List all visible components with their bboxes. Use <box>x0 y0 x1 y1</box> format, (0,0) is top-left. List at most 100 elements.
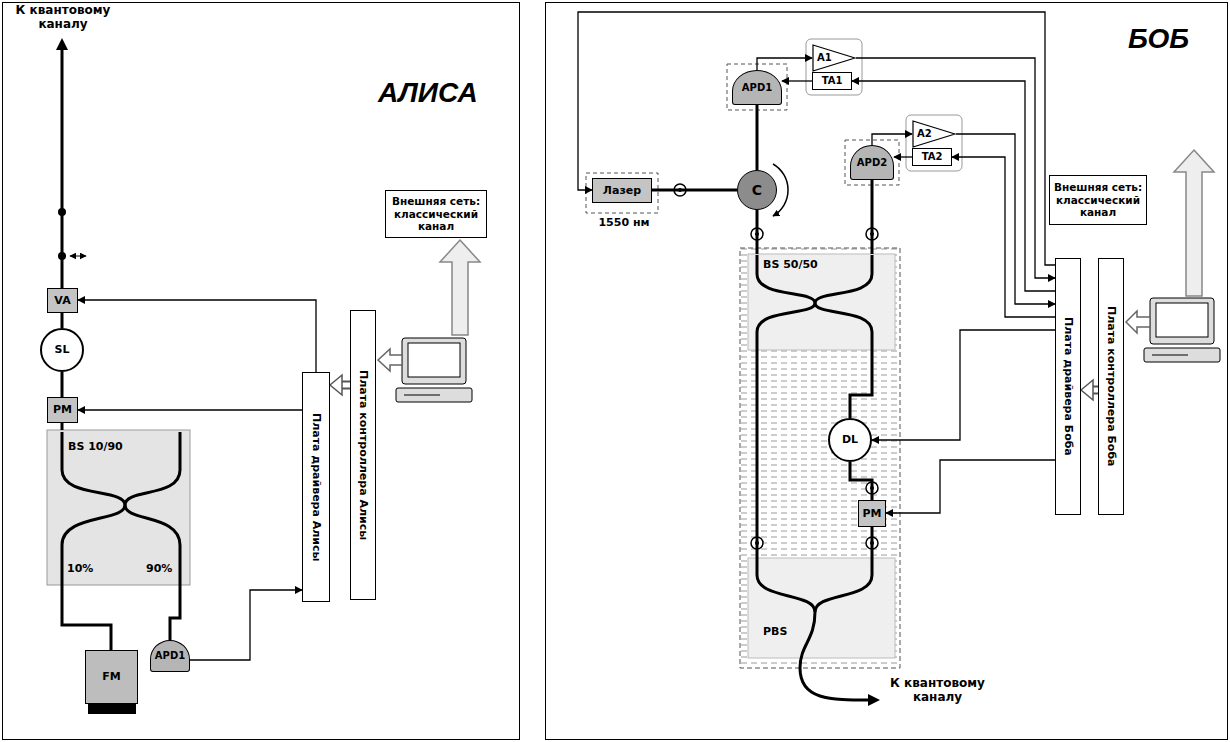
signal-wire <box>872 330 1055 440</box>
signal-wire <box>852 81 1055 291</box>
node-label: Плата контроллера Алисы <box>356 370 369 540</box>
node-label: VA <box>54 294 70 307</box>
node-label: BS 10/90 <box>68 440 123 453</box>
signal-wire <box>872 134 912 145</box>
mirror-base <box>88 704 136 714</box>
photodetector: APD1 <box>732 70 782 105</box>
circulator: C <box>737 170 777 210</box>
node-label: Внешняя сеть: классический канал <box>386 195 486 233</box>
fiber-line <box>61 372 64 397</box>
computer-icon <box>396 338 472 402</box>
fiber-line <box>62 372 63 397</box>
fiber-line <box>757 105 758 170</box>
fiber-line <box>872 527 873 558</box>
fiber-line <box>757 350 758 558</box>
fiber-line <box>652 189 737 192</box>
amplifier-symbol: A2 <box>912 120 956 148</box>
photodetector: APD1 <box>150 640 190 672</box>
amplifier-group <box>806 39 862 95</box>
fiber-line <box>170 585 180 640</box>
signal-wire <box>886 460 1055 513</box>
fiber-line <box>62 313 63 328</box>
node-label: Внешняя сеть: классический канал <box>1050 181 1146 219</box>
node-label: Плата драйвера Алисы <box>309 413 322 562</box>
port-label: К квантовому каналу <box>880 676 995 705</box>
signal-wire <box>852 81 1055 291</box>
panel-title: БОБ <box>1128 22 1189 56</box>
beam-splitter: BS 50/50 <box>748 254 895 350</box>
fiber-line <box>872 180 873 254</box>
node-label: DL <box>842 433 858 446</box>
node-label: 10% <box>67 562 93 575</box>
port-label: К квантовому каналу <box>8 3 118 32</box>
signal-wire <box>190 590 302 660</box>
wavelength-label: 1550 нм <box>588 216 660 229</box>
laser-housing <box>586 173 658 213</box>
signal-wire <box>78 300 316 372</box>
node-label: FM <box>102 670 120 683</box>
network-arrow <box>440 240 480 335</box>
panel-title: АЛИСА <box>378 76 478 110</box>
bob-panel: БОБЛазерCAPD1A1TA1APD2A2TA2BS 50/50DLPMP… <box>546 3 1227 739</box>
phase-modulator-box: PM <box>858 500 886 527</box>
faraday-mirror: FM <box>85 650 138 704</box>
signal-wire <box>894 157 912 158</box>
node-label: C <box>752 182 762 199</box>
node-label: TA2 <box>922 151 943 163</box>
fiber-line <box>871 180 874 254</box>
detector-housing <box>845 140 899 185</box>
signal-wire <box>578 12 1055 265</box>
fiber-line <box>170 585 180 640</box>
signal-wire <box>78 300 316 372</box>
fiber-line <box>756 350 759 558</box>
bus-arrowhead <box>1081 380 1093 400</box>
signal-wire <box>782 80 812 81</box>
fiber-line <box>850 350 872 418</box>
signal-wire <box>78 410 302 411</box>
node-label: PBS <box>763 625 787 638</box>
signal-wire <box>886 460 1055 513</box>
node-label: Плата драйвера Боба <box>1061 317 1074 456</box>
bus-arrow <box>342 383 350 388</box>
network-arrow <box>1174 150 1214 296</box>
node-label: PM <box>53 403 72 416</box>
attenuator-box: VA <box>47 288 78 313</box>
node-label: 90% <box>146 562 172 575</box>
fiber-line <box>652 190 737 191</box>
fiber-line <box>871 527 874 558</box>
coupler-drawing <box>47 430 190 585</box>
bus-arrow <box>1126 311 1150 333</box>
signal-wire <box>872 330 1055 440</box>
fiber-connector <box>674 184 878 549</box>
node-label: TA1 <box>822 75 843 87</box>
signal-wire <box>782 81 812 82</box>
bus-arrow <box>342 381 350 390</box>
quantum-fiber <box>56 38 86 288</box>
amplifier-triangle <box>813 45 855 71</box>
signal-wire <box>757 58 812 70</box>
node-label: APD1 <box>155 650 185 662</box>
signal-wire <box>872 134 912 145</box>
fiber-line <box>62 585 111 650</box>
fiber-line <box>62 423 63 430</box>
signal-wire <box>894 156 912 157</box>
alice-panel: АЛИСА VA SL PM BS 10/90 10% 90% FM APD1 Плата дра… <box>3 3 519 739</box>
phase-modulator-box: PM <box>47 397 78 423</box>
fiber-line <box>850 462 872 500</box>
thermo-block: TA2 <box>912 148 952 166</box>
fiber-line <box>62 585 111 650</box>
photodetector: APD2 <box>850 145 894 180</box>
signal-wire <box>78 409 302 410</box>
node-label: BS 50/50 <box>763 258 818 271</box>
driver-board: Плата драйвера Боба <box>1055 258 1081 515</box>
detector-housing <box>727 64 787 110</box>
driver-board: Плата драйвера Алисы <box>302 372 330 602</box>
node-label: SL <box>55 343 70 356</box>
amplifier-triangle <box>913 121 955 147</box>
beam-splitter: BS 10/90 10% 90% <box>47 430 190 585</box>
node-label: A2 <box>917 128 932 140</box>
fiber-line <box>756 210 759 254</box>
bus-arrow <box>378 349 402 371</box>
node-label: A1 <box>817 52 832 64</box>
